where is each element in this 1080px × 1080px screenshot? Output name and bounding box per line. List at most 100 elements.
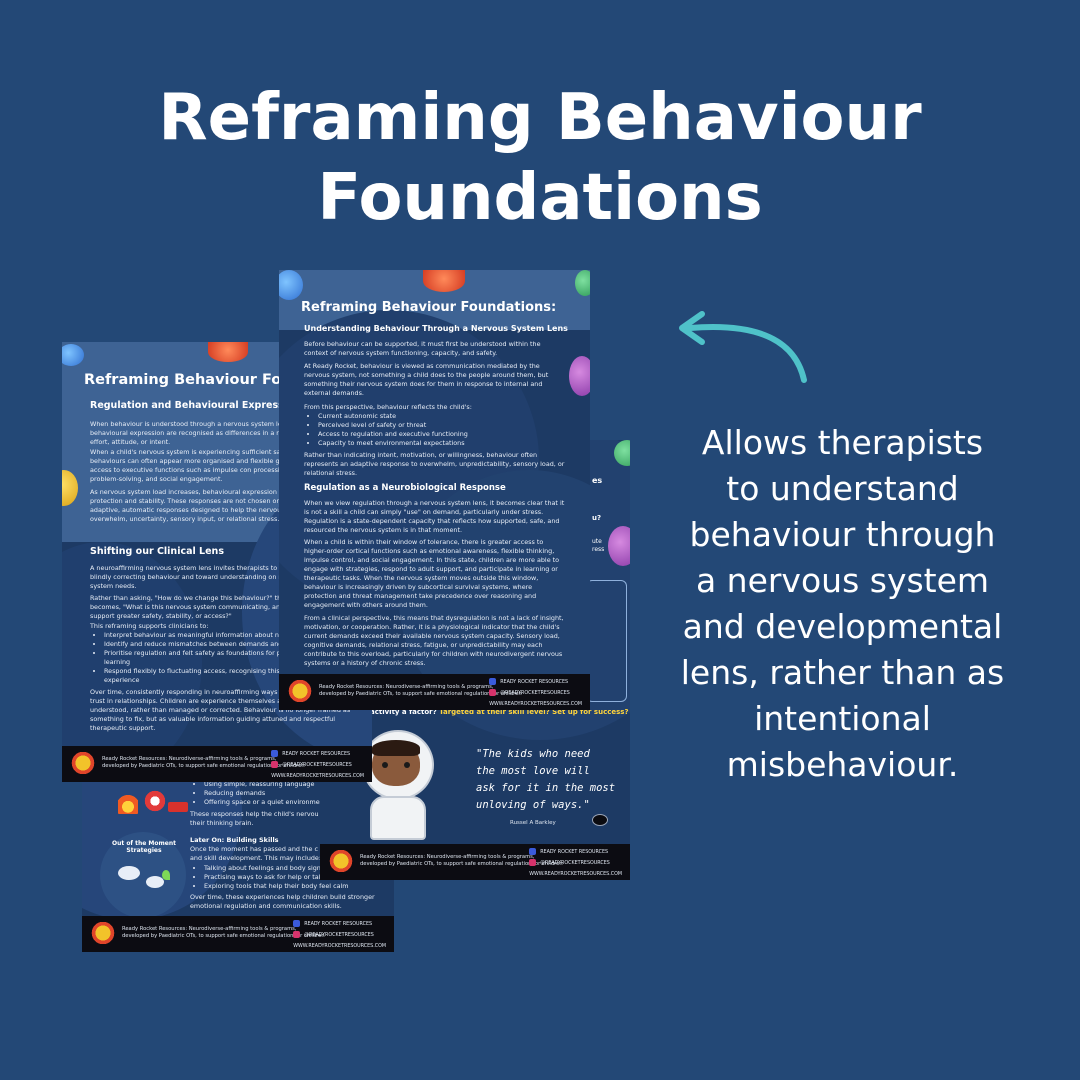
black-hole-icon — [592, 814, 608, 826]
ready-rocket-logo — [326, 850, 356, 872]
footer-social: READY ROCKET RESOURCES @READYROCKETRESOU… — [271, 749, 364, 782]
astronaut-icon — [356, 730, 436, 840]
quote-line: the most love will — [476, 765, 590, 777]
facebook-icon — [293, 920, 301, 927]
front-paragraph-4: Rather than indicating intent, motivatio… — [304, 451, 565, 477]
planet-icon — [575, 270, 590, 296]
back-paragraph-2: Once the moment has passed and the c sup… — [190, 845, 373, 862]
planet-icon — [614, 440, 630, 466]
left-footer: Ready Rocket Resources: Neurodiverse-aff… — [62, 746, 372, 782]
description-line: and developmental — [682, 607, 1003, 646]
quote: "The kids who need the most love will as… — [476, 746, 615, 814]
instagram-handle: @READYROCKETRESOURCES — [540, 861, 610, 866]
footer-line-2: developed by Paediatric OTs, to support … — [122, 933, 325, 939]
page-title-line-2: Foundations — [317, 161, 763, 235]
list-item: Exploring tools that help their body fee… — [204, 882, 390, 891]
planet-icon — [208, 342, 248, 362]
back-footer: Ready Rocket Resources: Neurodiverse-aff… — [82, 916, 394, 952]
instagram-icon — [293, 931, 301, 938]
footer-text: Ready Rocket Resources: Neurodiverse-aff… — [102, 756, 305, 770]
list-item: Identify and reduce mismatches between d… — [104, 640, 305, 649]
left-subtitle-1: Regulation and Behavioural Expression — [90, 400, 301, 411]
facebook-icon — [529, 848, 537, 855]
list-item: Reducing demands — [204, 789, 390, 798]
footer-social: READY ROCKET RESOURCES @READYROCKETRESOU… — [489, 677, 582, 710]
fire-truck-icon — [168, 802, 188, 812]
quote-line: "The kids who need — [476, 748, 590, 760]
right-fragment-3: ute — [592, 538, 602, 545]
right-fragment-2: u? — [592, 514, 602, 522]
facebook-handle: READY ROCKET RESOURCES — [500, 680, 569, 685]
right-bottom-b: Targeted at their skill level? — [439, 708, 550, 716]
list-item: Respond flexibly to fluctuating access, … — [104, 667, 305, 685]
right-bottom-line: activity a factor? Targeted at their ski… — [370, 708, 629, 716]
left-paragraph-6: This reframing supports clinicians to: — [90, 622, 209, 630]
left-paragraph-1: When behaviour is understood through a n… — [90, 420, 287, 446]
list-item: Capacity to meet environmental expectati… — [318, 439, 566, 448]
footer-line-2: developed by Paediatric OTs, to support … — [102, 763, 305, 769]
website: WWW.READYROCKETRESOURCES.COM — [271, 774, 364, 779]
ready-rocket-logo — [285, 680, 315, 702]
planet-icon — [423, 270, 465, 292]
front-bullets: Current autonomic state Perceived level … — [304, 412, 566, 448]
quote-line: unloving of ways." — [476, 799, 590, 811]
footer-line-2: developed by Paediatric OTs, to support … — [360, 861, 563, 867]
left-paragraph-5: Rather than asking, "How do we change th… — [90, 594, 285, 620]
planet-icon — [608, 526, 630, 566]
speech-bubble-icon — [146, 876, 164, 888]
instagram-handle: @READYROCKETRESOURCES — [282, 763, 352, 768]
list-item: Interpret behaviour as meaningful inform… — [104, 631, 305, 640]
description-line: lens, rather than as — [680, 653, 1005, 692]
left-paragraph-2: When a child's nervous system is experie… — [90, 448, 299, 483]
website: WWW.READYROCKETRESOURCES.COM — [529, 872, 622, 877]
right-outline-box — [586, 580, 627, 702]
back-paragraph-1: These responses help the child's nervou … — [190, 810, 383, 827]
right-bottom-c: Set up for success? — [552, 708, 629, 716]
right-footer: Ready Rocket Resources: Neurodiverse-aff… — [320, 844, 630, 880]
description-line: Allows therapists — [701, 423, 984, 462]
website: WWW.READYROCKETRESOURCES.COM — [293, 944, 386, 949]
list-item: Prioritise regulation and felt safety as… — [104, 649, 305, 667]
back-paragraph-3: Over time, these experiences help childr… — [190, 893, 375, 910]
footer-line-1: Ready Rocket Resources: Neurodiverse-aff… — [122, 926, 297, 932]
planet-icon — [279, 270, 303, 300]
planet-icon — [62, 470, 78, 506]
back-bullets: Talking about feelings and body sign Pra… — [190, 864, 390, 891]
front-subtitle-1: Understanding Behaviour Through a Nervou… — [304, 324, 568, 333]
description-line: a nervous system — [695, 561, 990, 600]
speech-bubble-icon — [118, 866, 140, 880]
instagram-handle: @READYROCKETRESOURCES — [500, 691, 570, 696]
list-item: Using simple, reassuring language — [204, 780, 390, 789]
left-paragraph-3: As nervous system load increases, behavi… — [90, 488, 282, 523]
footer-social: READY ROCKET RESOURCES @READYROCKETRESOU… — [293, 919, 386, 952]
description-line: to understand — [726, 469, 959, 508]
front-paragraph-5: When we view regulation through a nervou… — [304, 499, 565, 534]
description-line: misbehaviour. — [726, 745, 959, 784]
facebook-handle: READY ROCKET RESOURCES — [282, 752, 351, 757]
strategies-circle: Out of the Moment Strategies — [100, 832, 186, 918]
footer-line-1: Ready Rocket Resources: Neurodiverse-aff… — [319, 684, 494, 690]
left-paragraph-7: Over time, consistently responding in ne… — [90, 688, 356, 732]
list-item: Current autonomic state — [318, 412, 566, 421]
list-item: Practising ways to ask for help or take … — [204, 873, 390, 882]
ready-rocket-logo — [88, 922, 118, 944]
planet-icon — [62, 344, 84, 366]
left-bullets: Interpret behaviour as meaningful inform… — [90, 631, 305, 685]
footer-text: Ready Rocket Resources: Neurodiverse-aff… — [319, 684, 522, 698]
facebook-icon — [489, 678, 497, 685]
website: WWW.READYROCKETRESOURCES.COM — [489, 702, 582, 707]
quote-author: Russel A Barkley — [510, 820, 556, 826]
footer-social: READY ROCKET RESOURCES @READYROCKETRESOU… — [529, 847, 622, 880]
right-fragment-1: es — [592, 476, 603, 485]
footer-line-1: Ready Rocket Resources: Neurodiverse-aff… — [360, 854, 535, 860]
quote-line: ask for it in the most — [476, 782, 616, 794]
facebook-icon — [271, 750, 279, 757]
ready-rocket-logo — [68, 752, 98, 774]
left-subtitle-2: Shifting our Clinical Lens — [90, 546, 224, 557]
facebook-handle: READY ROCKET RESOURCES — [304, 922, 373, 927]
instagram-icon — [489, 689, 497, 696]
curved-arrow-icon — [679, 311, 807, 383]
facebook-handle: READY ROCKET RESOURCES — [540, 850, 609, 855]
instagram-icon — [529, 859, 537, 866]
left-paragraph-4: A neuroaffirming nervous system lens inv… — [90, 564, 305, 590]
